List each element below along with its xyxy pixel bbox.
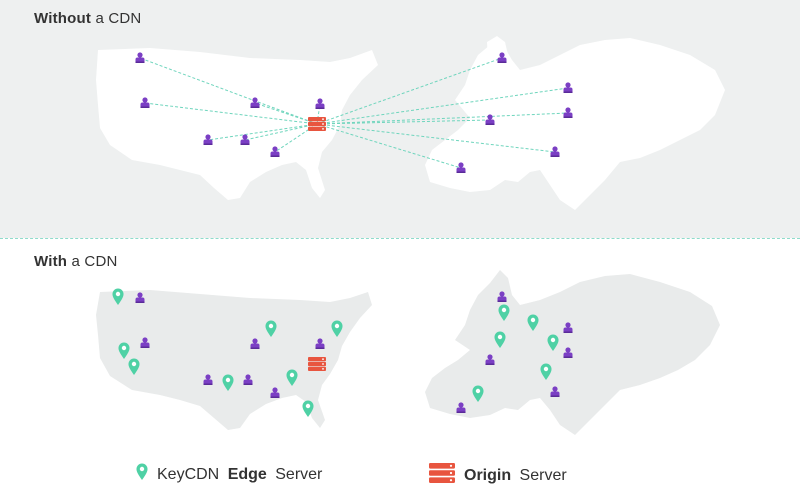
- europe-map: [425, 270, 720, 435]
- map-pin-icon: [135, 462, 149, 487]
- legend-edge-bold: Edge: [227, 465, 267, 483]
- legend-edge-prefix: KeyCDN: [157, 465, 224, 483]
- legend-item-origin-server: Origin Server: [428, 462, 567, 489]
- origin-server-icon: [308, 117, 326, 131]
- bottom-maps: [96, 270, 720, 435]
- legend: KeyCDN Edge Server Origin Server: [0, 462, 800, 492]
- connection-lines: [139, 57, 569, 169]
- legend-origin-suffix: Server: [515, 466, 567, 484]
- europe-map: [425, 38, 725, 210]
- north-america-map: [96, 290, 372, 430]
- legend-edge-suffix: Server: [270, 465, 323, 483]
- legend-origin-bold: Origin: [464, 466, 512, 484]
- legend-item-edge-server: KeyCDN Edge Server: [135, 462, 322, 487]
- server-stack-icon: [428, 462, 456, 489]
- origin-server-icon: [308, 357, 326, 371]
- uk-map: [487, 36, 508, 72]
- north-america-map: [96, 48, 378, 200]
- section-divider: [0, 238, 800, 239]
- section-title-without-cdn: Without a CDN: [34, 10, 142, 27]
- section-title-with-cdn: With a CDN: [34, 253, 118, 270]
- top-maps: [96, 36, 725, 210]
